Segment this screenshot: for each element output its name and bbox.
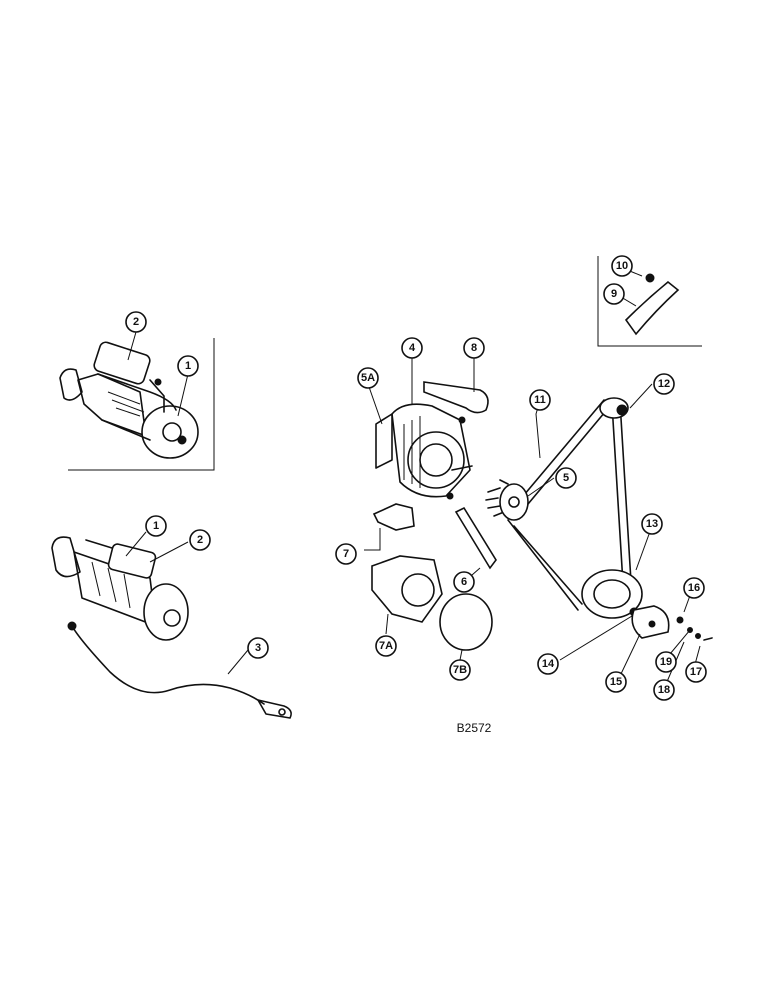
callout-label: 12 [658, 378, 670, 390]
callout-8: 8 [463, 337, 485, 359]
alternator [375, 403, 473, 500]
alternator-pulley [485, 479, 529, 521]
callout-label: 18 [658, 684, 670, 696]
callout-5a: 5A [357, 367, 379, 389]
callout-label: 14 [542, 658, 555, 670]
callout-13: 13 [641, 513, 663, 535]
strap-6 [454, 506, 497, 570]
callout-6: 6 [453, 571, 475, 593]
callout-label: 16 [688, 582, 700, 594]
mounting-bracket-7 [372, 503, 415, 531]
starter-motor-lower [51, 536, 189, 641]
callout-label: 2 [197, 534, 203, 546]
starter-motor-upper [59, 341, 199, 459]
callout-17: 17 [685, 661, 707, 683]
mounting-bracket-7a [371, 555, 443, 623]
callout-label: 3 [255, 642, 261, 654]
inset-frame-right [597, 256, 702, 347]
ring-7b [439, 593, 493, 651]
callout-label: 2 [133, 316, 139, 328]
callout-label: 9 [611, 288, 617, 300]
callout-7a: 7A [375, 635, 397, 657]
brace-9 [624, 273, 680, 336]
inset-frame-left [68, 338, 215, 471]
callout-label: 8 [471, 342, 477, 354]
callout-label: 5A [361, 372, 375, 384]
callout-16: 16 [683, 577, 705, 599]
callout-label: 6 [461, 576, 467, 588]
callout-label: 4 [409, 342, 416, 354]
callout-3: 3 [247, 637, 269, 659]
figure-code: B2572 [457, 721, 492, 735]
callout-label: 5 [563, 472, 569, 484]
callout-18: 18 [653, 679, 675, 701]
callout-9: 9 [603, 283, 625, 305]
callout-label: 7A [379, 640, 393, 652]
callout-7b: 7B [449, 659, 471, 681]
callout-label: 19 [660, 656, 672, 668]
callout-1-lower: 1 [145, 515, 167, 537]
callout-2-lower: 2 [189, 529, 211, 551]
callout-19: 19 [655, 651, 677, 673]
callout-12: 12 [653, 373, 675, 395]
callout-5: 5 [555, 467, 577, 489]
callout-label: 7 [343, 548, 349, 560]
callout-label: 1 [185, 360, 191, 372]
callout-1-upper: 1 [177, 355, 199, 377]
callout-label: 15 [610, 676, 622, 688]
callout-14: 14 [537, 653, 559, 675]
callout-label: 1 [153, 520, 159, 532]
callout-4: 4 [401, 337, 423, 359]
belt-drive [485, 397, 713, 641]
adjusting-brace [423, 381, 489, 414]
battery-cable [67, 621, 292, 719]
callout-15: 15 [605, 671, 627, 693]
callout-7: 7 [335, 543, 357, 565]
callout-11: 11 [529, 389, 551, 411]
callout-label: 7B [453, 664, 467, 676]
callout-10: 10 [611, 255, 633, 277]
callout-label: 13 [646, 518, 658, 530]
callout-2-upper: 2 [125, 311, 147, 333]
callout-label: 10 [616, 260, 628, 272]
callout-label: 17 [690, 666, 702, 678]
callout-label: 11 [534, 394, 546, 406]
